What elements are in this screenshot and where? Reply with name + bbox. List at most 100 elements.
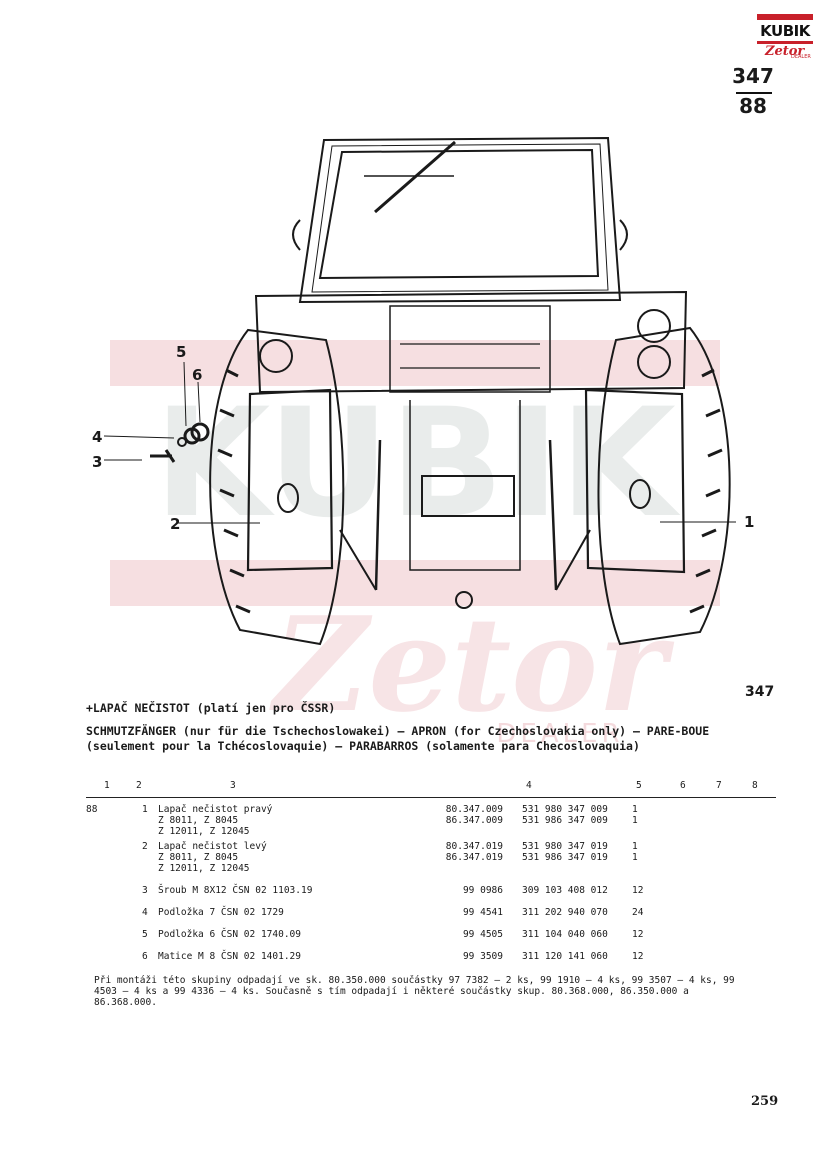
left-lamp — [259, 339, 293, 373]
page-number: 259 — [751, 1094, 779, 1109]
apron-left-hole — [277, 483, 299, 513]
number-a-cell: 86.347.019 — [445, 852, 503, 863]
table-header: 1 2 3 4 5 6 7 8 — [86, 780, 776, 794]
number-b-cell: 531 986 347 019 — [522, 852, 608, 863]
table-row: 88 1 Lapač nečistot pravý Z 8011, Z 8045… — [86, 804, 776, 841]
col-5-header: 5 — [636, 780, 642, 791]
panel-lines — [400, 343, 540, 369]
callout-6: 6 — [192, 366, 203, 384]
lift-links — [374, 439, 558, 591]
table-row: 4 Podložka 7 ČSN 02 1729 99 4541 311 202… — [86, 907, 776, 929]
pos-cell: 5 — [142, 929, 148, 940]
number-a-cell: 80.347.019 — [445, 841, 503, 852]
qty-cell: 24 — [632, 907, 644, 918]
table-row: 2 Lapač nečistot levý Z 8011, Z 8045 Z 1… — [86, 841, 776, 885]
table-row: 6 Matice M 8 ČSN 02 1401.29 99 3509 311 … — [86, 951, 776, 973]
logo-bar-mid — [757, 41, 813, 44]
left-tread — [217, 368, 251, 614]
pos-cell: 1 — [142, 804, 148, 815]
number-b-cell: 531 986 347 009 — [522, 815, 608, 826]
callout-1: 1 — [744, 513, 755, 531]
logo-brand: KUBIK — [760, 22, 810, 40]
col-4-header: 4 — [526, 780, 532, 791]
number-a-cell: 99 3509 — [462, 951, 503, 962]
qty-cell: 12 — [632, 885, 644, 896]
drawbar-block — [421, 475, 515, 517]
callout-5: 5 — [176, 343, 187, 361]
apron-right — [584, 388, 686, 574]
parts-table: 1 2 3 4 5 6 7 8 88 1 Lapač nečistot prav… — [86, 780, 776, 973]
rear-axle-housing — [409, 400, 521, 571]
center-panel — [389, 305, 551, 393]
desc-cell: Z 8011, Z 8045 — [158, 852, 239, 863]
rear-body — [254, 290, 688, 394]
tractor-rear-drawing — [103, 136, 736, 646]
col-8-header: 8 — [752, 780, 758, 791]
qty-cell: 12 — [632, 951, 644, 962]
qty-cell: 1 — [632, 852, 638, 863]
pto-shaft — [455, 591, 473, 609]
callout-3: 3 — [92, 453, 103, 471]
desc-cell: Podložka 6 ČSN 02 1740.09 — [158, 929, 301, 940]
desc-cell: Lapač nečistot levý — [158, 841, 267, 852]
qty-cell: 1 — [632, 804, 638, 815]
col-2-header: 2 — [136, 780, 142, 791]
number-a-cell: 80.347.009 — [445, 804, 503, 815]
col-7-header: 7 — [716, 780, 722, 791]
desc-cell: Lapač nečistot pravý — [158, 804, 273, 815]
section-code: 347 — [745, 684, 775, 700]
qty-cell: 1 — [632, 815, 638, 826]
assembly-note: Při montáži této skupiny odpadají ve sk.… — [94, 975, 735, 1008]
kubik-zetor-logo: KUBIK Zetor DEALER — [757, 14, 813, 64]
table-row: 3 Šroub M 8X12 ČSN 02 1103.19 99 0986 30… — [86, 885, 776, 907]
watermark-dealer: DEALER — [496, 719, 623, 749]
number-a-cell: 99 4505 — [462, 929, 503, 940]
apron-right-hole — [629, 479, 651, 509]
number-a-cell: 86.347.009 — [445, 815, 503, 826]
wiper-arm — [374, 140, 456, 214]
watermark-script: Zetor — [269, 588, 675, 741]
number-b-cell: 531 980 347 009 — [522, 804, 608, 815]
pos-cell: 2 — [142, 841, 148, 852]
apron-left — [246, 388, 334, 572]
right-lamp-upper — [637, 309, 671, 343]
right-lamp-lower — [637, 345, 671, 379]
window-frame — [311, 143, 609, 293]
desc-cell: Podložka 7 ČSN 02 1729 — [158, 907, 284, 918]
left-tire — [209, 328, 345, 646]
washer-large — [190, 422, 210, 442]
number-b-cell: 309 103 408 012 — [522, 885, 608, 896]
col-6-header: 6 — [680, 780, 686, 791]
callout-4: 4 — [92, 428, 103, 446]
col-3-header: 3 — [230, 780, 236, 791]
number-b-cell: 311 104 040 060 — [522, 929, 608, 940]
logo-dealer: DEALER — [791, 54, 811, 60]
logo-sub: Zetor — [765, 44, 805, 59]
watermark-brand: KUBIK — [154, 377, 681, 551]
header-rule — [86, 797, 776, 798]
number-b-cell: 531 980 347 019 — [522, 841, 608, 852]
right-tire — [597, 326, 731, 646]
callout-2: 2 — [170, 515, 181, 533]
pos-cell: 4 — [142, 907, 148, 918]
right-tread — [689, 368, 723, 614]
title-czech: +LAPAČ NEČISTOT (platí jen pro ČSSR) — [86, 701, 336, 715]
bolt — [150, 449, 176, 463]
desc-cell: Z 12011, Z 12045 — [158, 863, 250, 874]
col-1-header: 1 — [104, 780, 110, 791]
qty-cell: 1 — [632, 841, 638, 852]
title-multilingual: SCHMUTZFÄNGER (nur für die Tschechoslowa… — [86, 724, 710, 753]
group-cell: 88 — [86, 804, 98, 815]
pos-cell: 6 — [142, 951, 148, 962]
table-row: 5 Podložka 6 ČSN 02 1740.09 99 4505 311 … — [86, 929, 776, 951]
rear-window — [318, 148, 600, 280]
leader-lines — [103, 361, 736, 524]
number-b-cell: 311 120 141 060 — [522, 951, 608, 962]
number-a-cell: 99 4541 — [462, 907, 503, 918]
desc-cell: Šroub M 8X12 ČSN 02 1103.19 — [158, 885, 313, 896]
fraction-line — [736, 92, 772, 94]
desc-cell: Z 8011, Z 8045 — [158, 815, 239, 826]
group-number: 347 — [732, 64, 774, 88]
number-a-cell: 99 0986 — [462, 885, 503, 896]
desc-cell: Matice M 8 ČSN 02 1401.29 — [158, 951, 301, 962]
